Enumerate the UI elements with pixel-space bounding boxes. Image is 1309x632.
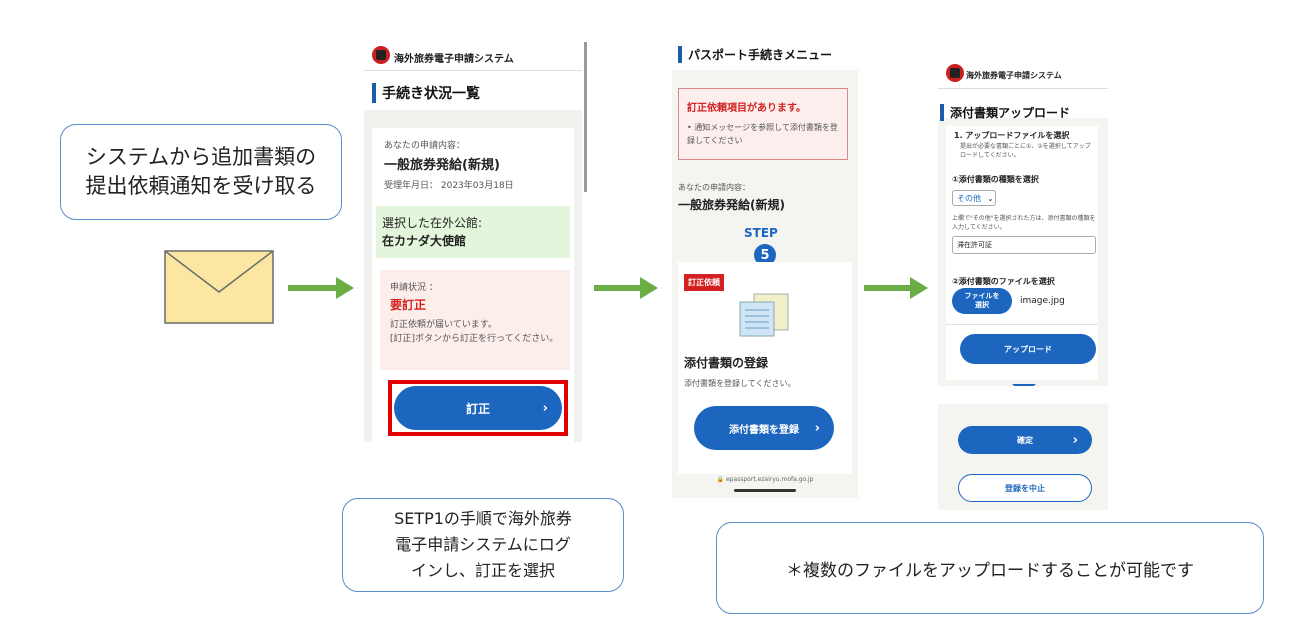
callout-line: 提出依頼通知を受け取る — [85, 174, 317, 198]
cancel-registration-button[interactable]: 登録を中止 — [958, 474, 1092, 502]
document-icon — [736, 292, 792, 338]
application-label: あなたの申請内容： — [678, 183, 750, 192]
page-title: 手続き状況一覧 — [372, 83, 480, 103]
divider — [946, 324, 1098, 325]
scrollbar[interactable] — [584, 42, 587, 192]
login-instruction-callout: SETP1の手順で海外旅券 電子申請システムにログ インし、訂正を選択 — [342, 498, 624, 592]
receipt-date: 受理年月日： 2023年03月18日 — [384, 181, 514, 191]
choose-file-button[interactable]: ファイルを 選択 — [952, 288, 1012, 314]
status-message: 訂正依頼が届いています。 [訂正]ボタンから訂正を行ってください。 — [390, 320, 559, 344]
confirm-button[interactable]: 確定 › — [958, 426, 1092, 454]
application-label: あなたの申請内容： — [384, 141, 466, 151]
callout-line: システムから追加書類の — [85, 145, 317, 169]
home-indicator — [734, 489, 796, 492]
embassy-box: 選択した在外公館: 在カナダ大使館 — [376, 206, 570, 258]
status-box: 申請状況 ： 要訂正 訂正依頼が届いています。 [訂正]ボタンから訂正を行ってく… — [380, 270, 570, 370]
site-logo-icon — [946, 64, 964, 82]
callout-text: ＊複数のファイルをアップロードすることが可能です — [786, 560, 1194, 581]
attachment-title: 添付書類の登録 — [684, 356, 769, 370]
embassy-label: 選択した在外公館: — [382, 216, 483, 230]
flow-arrow — [288, 277, 354, 299]
caret-down-icon — [1012, 384, 1036, 386]
multiple-files-callout: ＊複数のファイルをアップロードすることが可能です — [716, 522, 1264, 614]
file-name: image.jpg — [1020, 296, 1065, 306]
passport-menu-screen: パスポート手続きメニュー 訂正依頼項目があります。 • 通知メッセージを参照して… — [672, 42, 858, 498]
site-logo-text: 海外旅券電子申請システム — [966, 71, 1062, 80]
site-logo-text: 海外旅券電子申請システム — [394, 54, 514, 65]
other-description: 上欄で"その他"を選択された方は、添付書類の種類を入力してください。 — [952, 215, 1096, 231]
divider — [938, 88, 1108, 89]
register-attachment-button[interactable]: 添付書類を登録 › — [694, 406, 834, 450]
type-label: ①添付書類の種類を選択 — [952, 175, 1039, 184]
step-label: STEP — [744, 226, 778, 240]
step-number-badge: 5 — [754, 244, 776, 266]
status-value: 要訂正 — [390, 298, 427, 312]
alert-box: 訂正依頼項目があります。 • 通知メッセージを参照して添付書類を登録してください — [678, 88, 848, 160]
register-attachment-label: 添付書類を登録 — [729, 424, 799, 436]
chevron-down-icon: ⌄ — [987, 193, 994, 203]
divider — [364, 70, 582, 71]
attachment-card: 訂正依頼 添付書類の登録 添付書類を登録してください。 添付書類を登録 › — [678, 262, 852, 474]
receive-notice-callout: システムから追加書類の 提出依頼通知を受け取る — [60, 124, 342, 220]
correct-button-highlight — [388, 380, 568, 436]
page-title: 添付書類アップロード — [940, 104, 1070, 121]
url-bar: 🔒 epassport.ezairyu.mofa.go.jp — [672, 474, 858, 498]
page-title: パスポート手続きメニュー — [678, 46, 832, 63]
chevron-right-icon: › — [814, 420, 820, 436]
embassy-name: 在カナダ大使館 — [382, 234, 467, 248]
flow-arrow — [864, 277, 928, 299]
status-label: 申請状況 ： — [390, 283, 438, 293]
attachment-description: 添付書類を登録してください。 — [684, 379, 796, 388]
upload-button[interactable]: アップロード — [960, 334, 1096, 364]
envelope-icon — [164, 250, 274, 324]
callout-line: SETP1の手順で海外旅券 — [394, 509, 572, 528]
file-label: ②添付書類のファイルを選択 — [952, 277, 1055, 286]
application-card: あなたの申請内容： 一般旅券発給(新規) 受理年月日： 2023年03月18日 … — [372, 128, 574, 442]
content-area: 訂正依頼項目があります。 • 通知メッセージを参照して添付書類を登録してください… — [672, 70, 858, 474]
type-select[interactable]: その他 ⌄ — [952, 190, 996, 206]
application-type: 一般旅券発給(新規) — [678, 198, 785, 212]
content-area: あなたの申請内容： 一般旅券発給(新規) 受理年月日： 2023年03月18日 … — [364, 110, 582, 442]
alert-title: 訂正依頼項目があります。 — [687, 103, 806, 114]
callout-line: インし、訂正を選択 — [410, 561, 555, 580]
confirm-panel: 確定 › 登録を中止 — [938, 404, 1108, 510]
step1-description: 提出が必要な書類ごとに①、②を選択してアップロードしてください。 — [960, 143, 1091, 159]
flow-arrow — [594, 277, 658, 299]
correction-tag: 訂正依頼 — [684, 274, 724, 291]
correct-button[interactable]: 訂正 › — [394, 386, 562, 430]
status-list-screen: 海外旅券電子申請システム 手続き状況一覧 あなたの申請内容： 一般旅券発給(新規… — [364, 42, 588, 442]
application-type: 一般旅券発給(新規) — [384, 158, 500, 173]
header-area — [938, 52, 1108, 118]
step1-title: 1. アップロードファイルを選択 — [954, 131, 1070, 140]
url-text: 🔒 epassport.ezairyu.mofa.go.jp — [716, 476, 814, 483]
alert-body: • 通知メッセージを参照して添付書類を登録してください — [687, 123, 838, 145]
chevron-right-icon: › — [1072, 432, 1078, 448]
other-type-input[interactable]: 滞在許可証 — [952, 236, 1096, 254]
correct-button-label: 訂正 — [465, 401, 490, 416]
upload-card: 1. アップロードファイルを選択 提出が必要な書類ごとに①、②を選択してアップロ… — [946, 126, 1098, 380]
chevron-right-icon: › — [542, 400, 548, 416]
attachment-upload-screen: 海外旅券電子申請システム 添付書類アップロード 1. アップロードファイルを選択… — [938, 52, 1108, 386]
callout-line: 電子申請システムにログ — [395, 535, 571, 554]
site-logo-icon — [372, 46, 390, 64]
